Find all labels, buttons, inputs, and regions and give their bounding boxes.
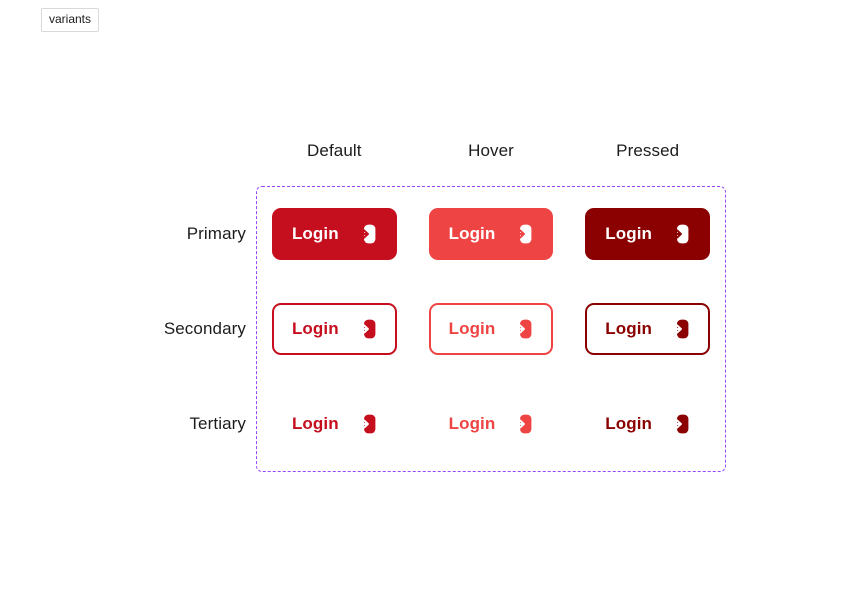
cell-secondary-default: Login <box>256 281 413 376</box>
login-arrow-icon <box>668 318 690 340</box>
cell-primary-hover: Login <box>413 186 570 281</box>
cell-primary-default: Login <box>256 186 413 281</box>
login-arrow-icon <box>511 318 533 340</box>
login-button-label: Login <box>448 414 496 434</box>
login-button-label: Login <box>605 318 653 338</box>
login-button-label: Login <box>448 318 496 338</box>
login-button-label: Login <box>448 223 496 243</box>
column-header-pressed: Pressed <box>616 141 680 160</box>
frame-name-chip[interactable]: variants <box>41 8 100 32</box>
cell-secondary-hover: Login <box>413 281 570 376</box>
login-button-tertiary-default[interactable]: Login <box>292 407 377 441</box>
login-button-tertiary-pressed[interactable]: Login <box>605 407 690 441</box>
login-button-tertiary-hover[interactable]: Login <box>449 407 534 441</box>
login-arrow-icon <box>668 223 690 245</box>
cell-tertiary-pressed: Login <box>569 377 726 472</box>
row-label-secondary: Secondary <box>163 318 246 338</box>
login-button-primary-default[interactable]: Login <box>271 207 397 260</box>
column-header-default: Default <box>307 141 362 160</box>
login-arrow-icon <box>355 223 377 245</box>
login-button-label: Login <box>291 223 339 243</box>
row-label-column: Primary Secondary Tertiary <box>120 186 250 472</box>
column-header-row: Default Hover Pressed <box>256 140 726 162</box>
login-arrow-icon <box>511 223 533 245</box>
login-button-secondary-pressed[interactable]: Login <box>585 302 711 355</box>
variants-grid: Login Login Login Login Login Login <box>256 186 726 472</box>
login-button-primary-pressed[interactable]: Login <box>585 207 711 260</box>
row-label-tertiary: Tertiary <box>189 414 246 434</box>
cell-tertiary-hover: Login <box>413 377 570 472</box>
login-arrow-icon <box>511 413 533 435</box>
login-button-primary-hover[interactable]: Login <box>428 207 554 260</box>
login-button-label: Login <box>291 318 339 338</box>
login-button-label: Login <box>605 414 653 434</box>
login-button-secondary-hover[interactable]: Login <box>428 302 554 355</box>
column-header-hover: Hover <box>468 141 514 160</box>
cell-secondary-pressed: Login <box>569 281 726 376</box>
login-arrow-icon <box>355 318 377 340</box>
login-arrow-icon <box>668 413 690 435</box>
row-label-primary: Primary <box>186 223 246 243</box>
cell-primary-pressed: Login <box>569 186 726 281</box>
cell-tertiary-default: Login <box>256 377 413 472</box>
variants-frame-outline <box>256 186 726 472</box>
login-button-secondary-default[interactable]: Login <box>271 302 397 355</box>
login-button-label: Login <box>291 414 339 434</box>
login-arrow-icon <box>355 413 377 435</box>
login-button-label: Login <box>605 223 653 243</box>
